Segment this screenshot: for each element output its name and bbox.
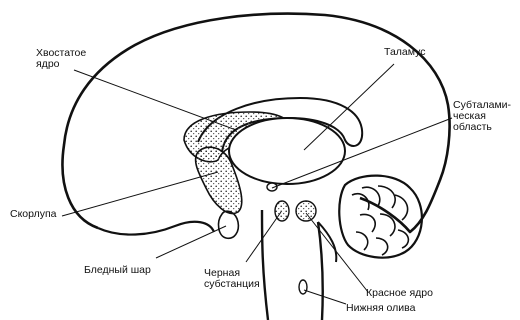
inferior-olive	[299, 280, 307, 294]
leader-thalamus	[304, 64, 394, 150]
temporal-lobe-outline	[98, 222, 214, 235]
cerebellum	[339, 176, 422, 258]
label-inferior-olive: Нижняя олива	[346, 303, 415, 314]
label-globus-pallidus: Бледный шар	[84, 265, 151, 276]
label-subthalamic: Субталами- ческая область	[453, 100, 511, 133]
label-substantia-nigra: Черная субстанция	[204, 268, 260, 290]
leader-globus-pallidus	[156, 226, 226, 258]
label-putamen: Скорлупа	[10, 209, 57, 220]
leader-caudate	[74, 70, 236, 130]
leader-putamen	[62, 172, 218, 216]
globus-pallidus	[219, 211, 239, 238]
leader-inferior-olive	[304, 290, 346, 304]
label-caudate: Хвостатое ядро	[36, 48, 86, 70]
label-red-nucleus: Красное ядро	[366, 288, 433, 299]
red-nucleus	[296, 201, 316, 221]
label-thalamus: Таламус	[384, 47, 425, 58]
